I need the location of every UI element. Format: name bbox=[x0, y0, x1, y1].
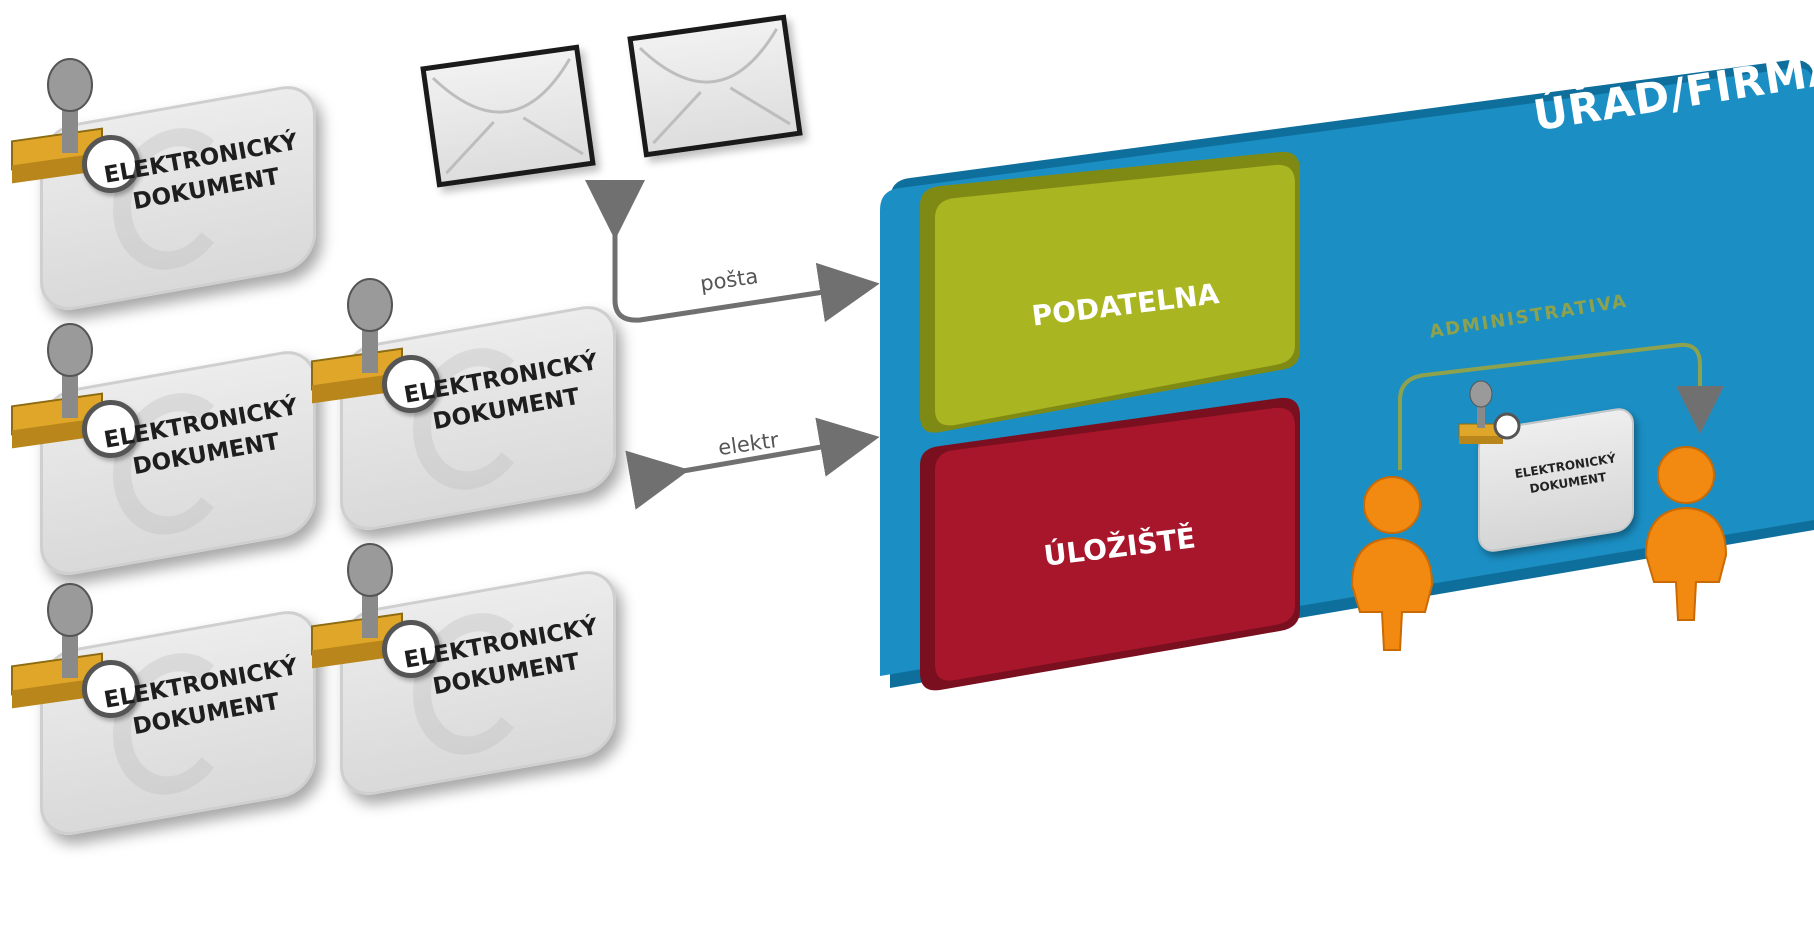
clock-icon bbox=[82, 135, 140, 193]
document-2: ELEKTRONICKÝ DOKUMENT bbox=[0, 320, 330, 581]
stamp-icon bbox=[311, 543, 403, 669]
document-3: ELEKTRONICKÝ DOKUMENT bbox=[300, 275, 630, 536]
stamp-icon bbox=[11, 323, 103, 449]
clock-icon bbox=[382, 620, 440, 678]
clock-icon bbox=[82, 660, 140, 718]
clock-icon bbox=[382, 355, 440, 413]
elektr-arrow bbox=[625, 417, 880, 510]
envelope-icon bbox=[627, 14, 803, 158]
administrativa-arrow bbox=[1398, 342, 1724, 470]
envelope-flap bbox=[638, 28, 791, 145]
envelope-icon bbox=[420, 44, 596, 188]
stamp-icon bbox=[11, 58, 103, 184]
document-1: ELEKTRONICKÝ DOKUMENT bbox=[0, 55, 330, 316]
document-4: ELEKTRONICKÝ DOKUMENT bbox=[0, 580, 330, 841]
stamp-icon bbox=[11, 583, 103, 709]
person-icon bbox=[1644, 446, 1728, 621]
document-5: ELEKTRONICKÝ DOKUMENT bbox=[300, 540, 630, 801]
mini-stamp-icon bbox=[1458, 380, 1521, 444]
clock-icon bbox=[82, 400, 140, 458]
person-icon bbox=[1350, 476, 1434, 651]
envelope-flap bbox=[431, 58, 584, 175]
posta-arrow bbox=[585, 180, 880, 323]
stamp-icon bbox=[311, 278, 403, 404]
